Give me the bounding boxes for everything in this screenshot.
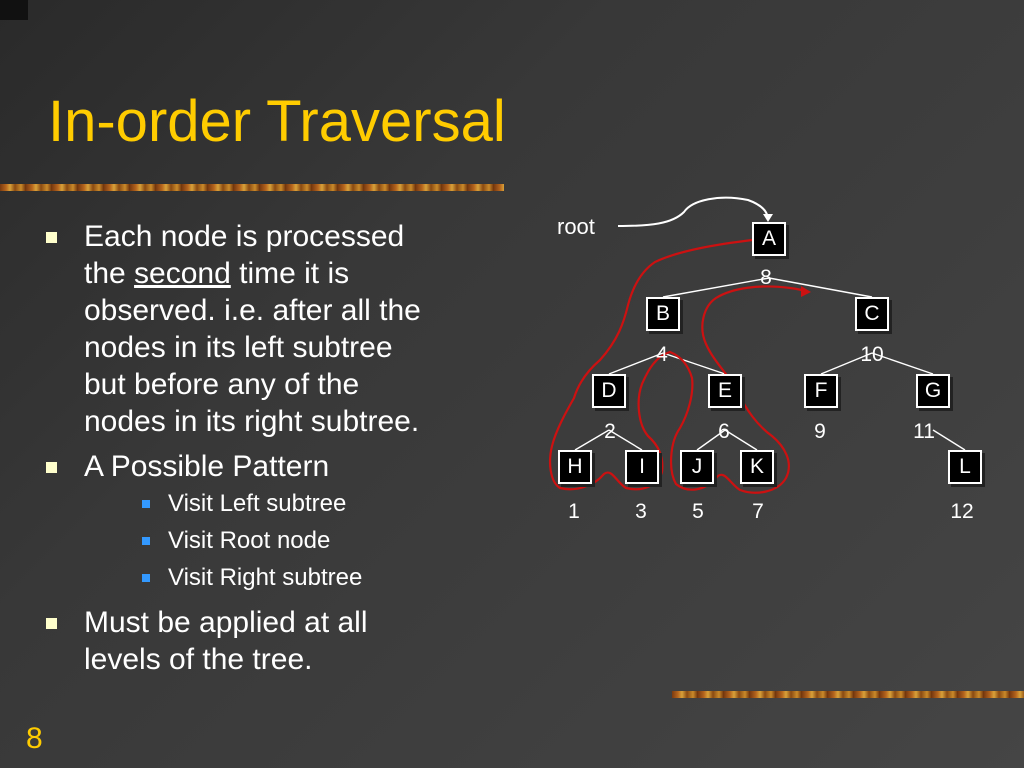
tree-edge-e-j	[696, 429, 726, 451]
corner-mark	[0, 0, 28, 20]
tree-edge-d-i	[608, 429, 643, 451]
tree-edge-d-h	[574, 429, 610, 451]
tree-edge-b-d	[608, 352, 664, 375]
tree-node-j: J	[680, 450, 714, 484]
bullet-line: nodes in its left subtree	[84, 331, 393, 364]
sub-bullet-visit-left: Visit Left subtree	[44, 485, 484, 522]
bullet-text: the	[84, 257, 135, 290]
bullet-list: Each node is processed the second time i…	[44, 218, 484, 678]
visit-order-i: 3	[635, 500, 647, 523]
sub-bullet-text: Visit Right subtree	[168, 564, 363, 591]
bullet-all-levels: Must be applied at all levels of the tre…	[44, 604, 484, 678]
bullet-line: the second time it is	[84, 255, 484, 292]
bullet-processed-second-time: Each node is processed the second time i…	[44, 218, 484, 440]
decorative-stripe-bottom	[672, 691, 1024, 698]
slide-number: 8	[26, 722, 43, 755]
tree-edge-e-k	[724, 429, 758, 451]
visit-order-j: 5	[692, 500, 704, 523]
visit-order-k: 7	[752, 500, 764, 523]
visit-order-c: 10	[860, 343, 884, 366]
tree-node-b: B	[646, 297, 680, 331]
visit-order-f: 9	[814, 420, 826, 443]
root-arrow-head	[763, 214, 773, 222]
bullet-line: Must be applied at all	[84, 606, 368, 639]
visit-order-d: 2	[604, 420, 616, 443]
root-label: root	[557, 214, 595, 239]
sub-bullet-visit-root: Visit Root node	[44, 522, 484, 559]
tree-edge-a-b	[662, 277, 770, 298]
bullet-line: observed. i.e. after all the	[84, 294, 421, 327]
tree-node-f: F	[804, 374, 838, 408]
visit-order-a: 8	[760, 266, 772, 289]
tree-edges	[574, 277, 966, 451]
bullet-marker	[46, 232, 57, 243]
decorative-stripe-top	[0, 184, 504, 191]
bullet-marker	[46, 462, 57, 473]
tree-edge-a-c	[768, 277, 873, 298]
tree-node-d: D	[592, 374, 626, 408]
bullet-marker	[46, 618, 57, 629]
tree-edge-c-f	[820, 352, 873, 375]
visit-order-b: 4	[656, 343, 668, 366]
visit-order-h: 1	[568, 500, 580, 523]
bullet-line: Each node is processed	[84, 220, 405, 253]
traversal-arrow-head	[801, 286, 811, 297]
bullet-text: time it is	[230, 257, 350, 290]
bullet-line: levels of the tree.	[84, 643, 313, 676]
sub-bullet-text: Visit Root node	[168, 527, 331, 554]
sub-bullet-marker	[142, 537, 150, 545]
sub-bullet-marker	[142, 500, 150, 508]
visit-order-g: 11	[913, 420, 935, 443]
tree-node-c: C	[855, 297, 889, 331]
bullet-line: nodes in its right subtree.	[84, 405, 420, 438]
tree-node-l: L	[948, 450, 982, 484]
root-arrow	[617, 196, 769, 227]
tree-edge-g-l	[932, 429, 966, 451]
sub-bullet-marker	[142, 574, 150, 582]
tree-edge-b-e	[662, 352, 726, 375]
bullet-line: A Possible Pattern	[84, 450, 330, 483]
sub-bullet-visit-right: Visit Right subtree	[44, 559, 484, 596]
tree-edge-c-g	[871, 352, 934, 375]
tree-node-i: I	[625, 450, 659, 484]
bullet-possible-pattern: A Possible Pattern	[44, 448, 484, 485]
slide-title: In-order Traversal	[48, 89, 506, 154]
underlined-word: second	[134, 257, 231, 290]
sub-bullet-text: Visit Left subtree	[168, 490, 347, 517]
tree-node-k: K	[740, 450, 774, 484]
visit-order-l: 12	[950, 500, 974, 523]
visit-order-e: 6	[718, 420, 730, 443]
tree-node-g: G	[916, 374, 950, 408]
tree-node-e: E	[708, 374, 742, 408]
bullet-line: but before any of the	[84, 368, 360, 401]
tree-node-h: H	[558, 450, 592, 484]
tree-node-a: A	[752, 222, 786, 256]
